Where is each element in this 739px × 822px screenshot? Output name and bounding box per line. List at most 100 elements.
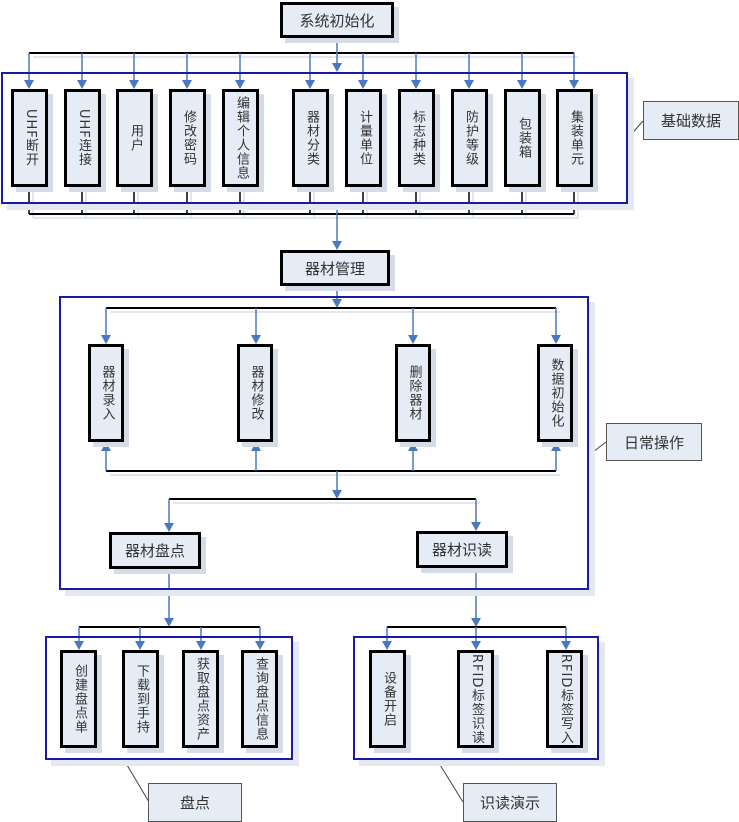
node-label: 查询盘点信息 [252,657,268,741]
node-label: 集装单元 [567,110,583,166]
basic-item-uhf-disconnect[interactable]: UHF断开 [11,89,48,187]
callout-label: 日常操作 [623,433,684,452]
arrowhead-down [24,80,34,89]
node-label: 器材识读 [431,541,492,559]
arrowhead-down [569,80,579,89]
arrowhead-down [101,335,111,344]
arrowhead-down [251,335,261,344]
basic-data-group [1,72,628,204]
daily-ops-group [59,296,589,590]
reading-demo-group [353,636,599,760]
node-label: 设备开启 [380,671,396,727]
node-label: 数据初始化 [548,358,564,428]
node-label: RFID标签识读 [468,653,484,745]
basic-item-container-unit[interactable]: 集装单元 [556,89,593,187]
basic-item-package-box[interactable]: 包装箱 [504,89,541,187]
node-label: 修改密码 [180,110,196,166]
arrowhead-down [74,641,84,650]
inventory-callout: 盘点 [148,783,242,822]
arrowhead-down [332,299,342,308]
arrowhead-down [135,641,145,650]
callout-label: 盘点 [179,794,210,812]
node-label: 创建盘点单 [71,664,87,734]
arrowhead-down [382,641,392,650]
reading-item-device-on[interactable]: 设备开启 [369,650,406,748]
arrowhead-down [408,335,418,344]
equipment-mgmt-node[interactable]: 器材管理 [280,250,390,286]
node-label: 器材盘点 [124,542,185,560]
callout-label: 识读演示 [479,794,540,812]
daily-item-add-equipment[interactable]: 器材录入 [88,344,124,442]
arrowhead-down [77,80,87,89]
node-label: UHF断开 [22,109,38,167]
basic-item-uhf-connect[interactable]: UHF连接 [64,89,101,187]
arrowhead-down [358,80,368,89]
inventory-item-create-sheet[interactable]: 创建盘点单 [60,650,97,748]
node-label: 编辑个人信息 [233,96,249,180]
node-label: 获取盘点资产 [193,657,209,741]
node-label: 器材管理 [304,259,365,278]
node-label: 防护等级 [462,110,478,166]
node-label: 下载到手持 [133,664,149,734]
arrowhead-up [408,442,418,451]
node-label: 器材修改 [248,365,264,421]
arrowhead-down [471,641,481,650]
basic-item-mark-type[interactable]: 标志种类 [398,89,435,187]
arrowhead-down [561,641,571,650]
arrowhead-down [129,80,139,89]
inventory-item-query-info[interactable]: 查询盘点信息 [241,650,278,748]
callout-label: 基础数据 [660,112,721,130]
reading-branch-node[interactable]: 器材识读 [416,531,508,568]
callout-leader [436,759,464,803]
callout-leader [588,441,607,456]
daily-ops-callout: 日常操作 [606,423,702,461]
daily-item-edit-equipment[interactable]: 器材修改 [237,344,273,442]
basic-item-edit-profile[interactable]: 编辑个人信息 [222,89,259,187]
arrowhead-down [411,80,421,89]
arrowhead-up [251,442,261,451]
arrowhead-down [332,490,342,499]
callout-leader [627,120,644,139]
arrowhead-down [471,522,481,531]
arrowhead-down [196,641,206,650]
node-label: 删除器材 [406,365,422,421]
node-label: 标志种类 [409,110,425,166]
arrowhead-down [551,335,561,344]
arrowhead-down [305,80,315,89]
arrowhead-down [164,523,174,532]
node-label: 包装箱 [515,117,531,159]
inventory-group [45,636,293,760]
arrowhead-down [182,80,192,89]
arrowhead-down [332,63,342,72]
arrowhead-down [235,80,245,89]
arrowhead-down [517,80,527,89]
daily-item-data-init[interactable]: 数据初始化 [537,344,573,442]
basic-item-change-password[interactable]: 修改密码 [169,89,206,187]
basic-item-unit[interactable]: 计量单位 [345,89,382,187]
basic-data-callout: 基础数据 [643,101,739,140]
node-label: 器材录入 [99,365,115,421]
reading-item-rfid-write[interactable]: RFID标签写入 [546,650,583,748]
inventory-item-download-handheld[interactable]: 下载到手持 [122,650,159,748]
basic-item-equipment-category[interactable]: 器材分类 [292,89,329,187]
basic-item-protection-level[interactable]: 防护等级 [451,89,488,187]
callout-leader [123,759,150,803]
node-label: UHF连接 [75,109,91,167]
inventory-item-get-assets[interactable]: 获取盘点资产 [182,650,219,748]
inventory-branch-node[interactable]: 器材盘点 [109,532,201,569]
arrowhead-down [164,618,174,627]
arrowhead-down [471,618,481,627]
reading-item-rfid-read[interactable]: RFID标签识读 [457,650,494,748]
arrowhead-up [551,442,561,451]
system-init-node[interactable]: 系统初始化 [280,2,394,38]
node-label: 用户 [127,124,143,152]
node-label: RFID标签写入 [557,653,573,745]
node-label: 计量单位 [356,110,372,166]
daily-item-delete-equipment[interactable]: 删除器材 [395,344,431,442]
arrowhead-up [101,442,111,451]
reading-demo-callout: 识读演示 [463,783,557,822]
basic-item-user[interactable]: 用户 [116,89,153,187]
node-label: 系统初始化 [299,11,375,30]
